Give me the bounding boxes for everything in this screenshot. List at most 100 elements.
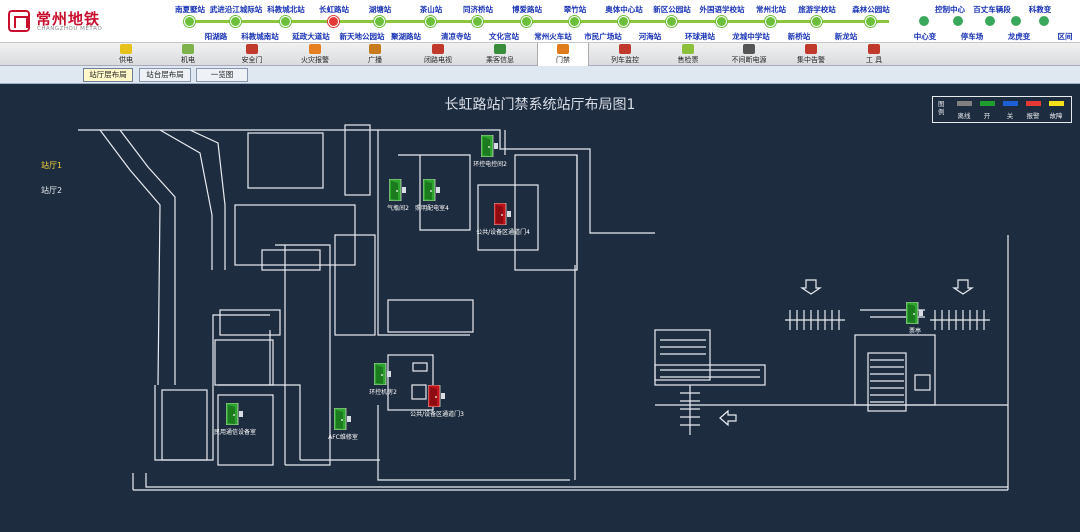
toolbar-button[interactable]: 门禁 xyxy=(537,43,589,66)
station-label[interactable]: 环球港站 xyxy=(685,32,715,41)
station-label[interactable]: 外国语学校站 xyxy=(699,5,745,14)
legend-swatch xyxy=(1048,101,1064,106)
station-label[interactable]: 森林公园站 xyxy=(852,5,890,14)
facility-dot[interactable] xyxy=(953,16,963,26)
ups-icon xyxy=(743,44,755,54)
door-access-icon[interactable] xyxy=(422,178,441,202)
station-label[interactable]: 南夏墅站 xyxy=(175,5,205,14)
station-dot[interactable] xyxy=(618,16,629,27)
station-dot[interactable] xyxy=(716,16,727,27)
toolbar-button[interactable]: 机电 xyxy=(162,43,214,66)
station-label[interactable]: 博爱路站 xyxy=(512,5,542,14)
station-label[interactable]: 奥体中心站 xyxy=(605,5,643,14)
station-dot[interactable] xyxy=(811,16,822,27)
tools-icon xyxy=(868,44,880,54)
legend-label: 离线 xyxy=(957,112,971,120)
toolbar-button[interactable]: 工 具 xyxy=(848,43,900,66)
station-label[interactable]: 翠竹站 xyxy=(563,5,587,14)
station-label[interactable]: 新龙站 xyxy=(834,32,858,41)
toolbar-button[interactable]: 闭路电视 xyxy=(412,43,464,66)
station-label[interactable]: 茶山站 xyxy=(419,5,443,14)
station-label[interactable]: 新区公园站 xyxy=(653,5,691,14)
facility-label[interactable]: 区间 xyxy=(1057,32,1073,41)
toolbar-button[interactable]: 集中告警 xyxy=(785,43,837,66)
facility-dot[interactable] xyxy=(919,16,929,26)
door-access-icon[interactable] xyxy=(225,402,244,426)
station-dot[interactable] xyxy=(230,16,241,27)
legend-title: 图例 xyxy=(938,100,945,116)
door-access-icon[interactable] xyxy=(493,202,512,226)
station-dot[interactable] xyxy=(521,16,532,27)
door-label: 公共/设备区通道门3 xyxy=(410,411,464,418)
station-label[interactable]: 龙城中学站 xyxy=(732,32,770,41)
station-label[interactable]: 科教城北站 xyxy=(267,5,305,14)
subsystem-toolbar: 供电机电安全门火灾报警 广播闭路电视乘客信息门禁列车监控 售检票不间断电源 集中告警工… xyxy=(0,42,1080,66)
facility-label[interactable]: 控制中心 xyxy=(935,5,965,14)
station-label[interactable]: 武进沿江城际站 xyxy=(209,5,263,14)
facility-label[interactable]: 中心变 xyxy=(913,32,937,41)
logo-subtext: CHANGZHOU METRO xyxy=(37,26,103,32)
legend-item: 故障 xyxy=(1045,101,1067,120)
tab-concourse-layout[interactable]: 站厅层布局 xyxy=(83,68,133,82)
station-dot[interactable] xyxy=(280,16,291,27)
station-dot[interactable] xyxy=(569,16,580,27)
station-label[interactable]: 文化宫站 xyxy=(489,32,519,41)
door-access-icon[interactable] xyxy=(480,134,499,158)
station-dot[interactable] xyxy=(374,16,385,27)
legend-item: 关 xyxy=(999,101,1021,120)
door-access-icon[interactable] xyxy=(333,407,352,431)
station-label[interactable]: 聚湖路站 xyxy=(391,32,421,41)
toolbar-button[interactable]: 乘客信息 xyxy=(474,43,526,66)
station-dot[interactable] xyxy=(765,16,776,27)
facility-label[interactable]: 停车场 xyxy=(960,32,984,41)
station-label[interactable]: 湖塘站 xyxy=(368,5,392,14)
tab-platform-layout[interactable]: 站台层布局 xyxy=(139,68,191,82)
station-label[interactable]: 新天地公园站 xyxy=(339,32,385,41)
station-dot[interactable] xyxy=(865,16,876,27)
facility-label[interactable]: 科教变 xyxy=(1028,5,1052,14)
door-access-icon[interactable] xyxy=(388,178,407,202)
tab-overview[interactable]: 一览图 xyxy=(196,68,248,82)
toolbar-button-label: 不间断电源 xyxy=(731,56,767,64)
station-label[interactable]: 常州火车站 xyxy=(534,32,572,41)
door-access-icon[interactable] xyxy=(905,301,924,325)
facility-label[interactable]: 龙虎变 xyxy=(1007,32,1031,41)
door-access-icon[interactable] xyxy=(373,362,392,386)
station-label[interactable]: 长虹路站 xyxy=(319,5,349,14)
toolbar-button-label: 列车监控 xyxy=(611,56,639,64)
station-label[interactable]: 河海站 xyxy=(638,32,662,41)
station-label[interactable]: 延政大道站 xyxy=(292,32,330,41)
hall-nav-2[interactable]: 站厅2 xyxy=(41,186,63,195)
station-label[interactable]: 清凉寺站 xyxy=(441,32,471,41)
legend-swatch xyxy=(979,101,995,106)
toolbar-button[interactable]: 广播 xyxy=(349,43,401,66)
facility-dot[interactable] xyxy=(1011,16,1021,26)
toolbar-button[interactable]: 供电 xyxy=(100,43,152,66)
toolbar-button-label: 火灾报警 xyxy=(301,56,329,64)
toolbar-button[interactable]: 售检票 xyxy=(662,43,714,66)
metro-line-track xyxy=(186,20,889,23)
facility-dot[interactable] xyxy=(985,16,995,26)
logo-text: 常州地铁 xyxy=(36,10,101,28)
station-label[interactable]: 旅游学校站 xyxy=(798,5,836,14)
station-label[interactable]: 新桥站 xyxy=(787,32,811,41)
toolbar-button[interactable]: 列车监控 xyxy=(599,43,651,66)
station-label[interactable]: 科教城南站 xyxy=(241,32,279,41)
facility-label[interactable]: 百丈车辆段 xyxy=(973,5,1011,14)
station-label[interactable]: 常州北站 xyxy=(756,5,786,14)
station-label[interactable]: 阳湖路 xyxy=(204,32,228,41)
station-label[interactable]: 市民广场站 xyxy=(584,32,622,41)
door-access-icon[interactable] xyxy=(427,384,446,408)
toolbar-button[interactable]: 安全门 xyxy=(226,43,278,66)
station-dot[interactable] xyxy=(184,16,195,27)
station-dot[interactable] xyxy=(425,16,436,27)
toolbar-button[interactable]: 不间断电源 xyxy=(723,43,775,66)
station-dot[interactable] xyxy=(328,16,339,27)
facility-dot[interactable] xyxy=(1039,16,1049,26)
station-dot[interactable] xyxy=(472,16,483,27)
hall-nav-1[interactable]: 站厅1 xyxy=(41,161,63,170)
station-label[interactable]: 同济桥站 xyxy=(463,5,493,14)
door-label: 环控电控间2 xyxy=(473,161,507,168)
toolbar-button[interactable]: 火灾报警 xyxy=(289,43,341,66)
station-dot[interactable] xyxy=(666,16,677,27)
